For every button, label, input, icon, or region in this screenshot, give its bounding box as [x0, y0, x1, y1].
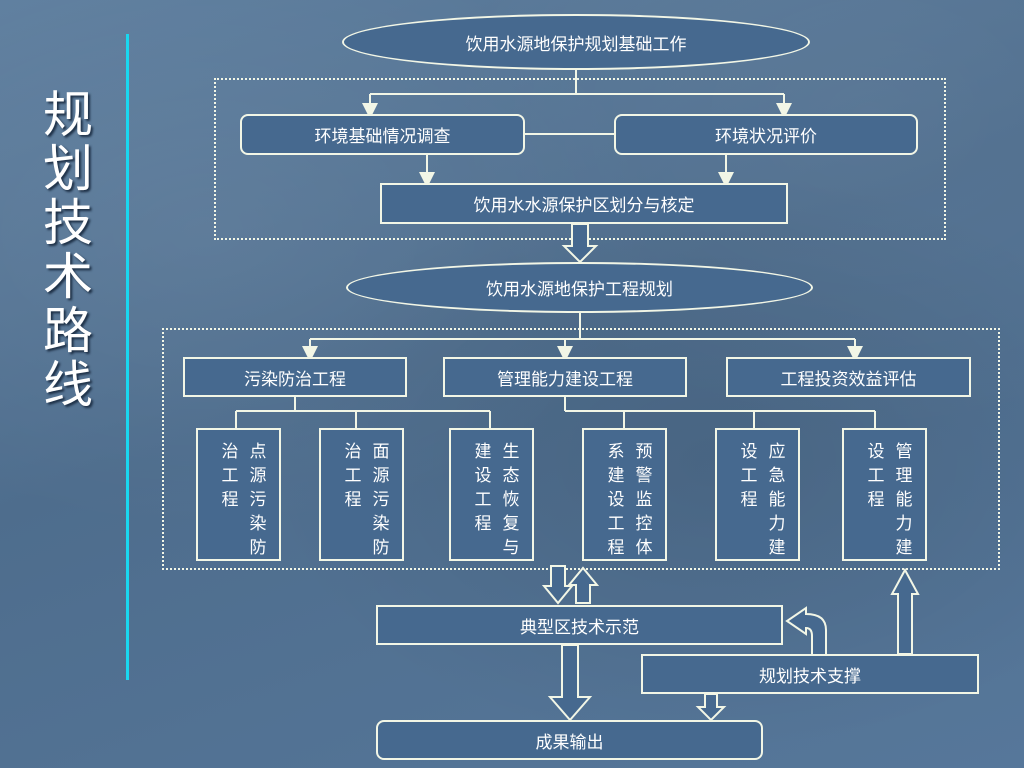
subproject-text-col: 设工程	[867, 442, 885, 510]
subproject-text-col: 系建设工程	[607, 442, 625, 558]
subproject-ecology-box: 生态恢复与 建设工程	[449, 428, 534, 561]
output-box: 成果输出	[376, 720, 763, 760]
engineering-plan-label: 饮用水源地保护工程规划	[486, 280, 673, 300]
tech-support-label: 规划技术支撑	[759, 666, 861, 687]
title-char: 路	[43, 302, 93, 360]
subproject-text-col: 生态恢复与	[502, 442, 520, 558]
engineering-plan-ellipse: 饮用水源地保护工程规划	[346, 262, 813, 313]
env-eval-box: 环境状况评价	[614, 114, 918, 155]
slide-title: 规 划 技 术 路 线	[36, 88, 100, 412]
capacity-building-label: 管理能力建设工程	[497, 369, 633, 390]
subproject-text-col: 建设工程	[474, 442, 492, 534]
pollution-control-label: 污染防治工程	[244, 369, 346, 390]
subproject-text-col: 治工程	[221, 442, 239, 510]
env-survey-label: 环境基础情况调查	[314, 127, 451, 147]
planning-basis-label: 饮用水源地保护规划基础工作	[465, 34, 687, 55]
investment-eval-box: 工程投资效益评估	[726, 357, 971, 397]
subproject-management-box: 管理能力建 设工程	[842, 428, 927, 561]
output-label: 成果输出	[535, 732, 604, 753]
title-char: 术	[43, 248, 93, 306]
subproject-emergency-box: 应急能力建 设工程	[715, 428, 800, 561]
subproject-monitoring-box: 预警监控体 系建设工程	[582, 428, 667, 561]
subproject-text-col: 面源污染防	[372, 442, 390, 558]
title-char: 线	[43, 356, 93, 414]
title-char: 技	[43, 194, 93, 252]
demo-box: 典型区技术示范	[376, 605, 783, 645]
title-char: 规	[43, 86, 93, 144]
subproject-text-col: 点源污染防	[249, 442, 267, 558]
subproject-text-col: 治工程	[344, 442, 362, 510]
env-survey-box: 环境基础情况调查	[240, 114, 525, 155]
subproject-text-col: 设工程	[740, 442, 758, 510]
subproject-text-col: 预警监控体	[635, 442, 653, 558]
investment-eval-label: 工程投资效益评估	[780, 369, 917, 390]
demo-label: 典型区技术示范	[520, 617, 639, 638]
protection-zoning-box: 饮用水水源保护区划分与核定	[380, 183, 788, 224]
subproject-nonpoint-source-box: 面源污染防 治工程	[319, 428, 404, 561]
subproject-point-source-box: 点源污染防 治工程	[196, 428, 281, 561]
title-char: 划	[43, 140, 93, 198]
subproject-text-col: 管理能力建	[895, 442, 913, 558]
capacity-building-box: 管理能力建设工程	[443, 357, 687, 397]
protection-zoning-label: 饮用水水源保护区划分与核定	[473, 196, 695, 216]
subproject-text-col: 应急能力建	[768, 442, 786, 558]
planning-basis-ellipse: 饮用水源地保护规划基础工作	[342, 14, 810, 70]
env-eval-label: 环境状况评价	[715, 127, 817, 147]
pollution-control-box: 污染防治工程	[183, 357, 407, 397]
title-divider-line	[126, 34, 129, 680]
tech-support-box: 规划技术支撑	[641, 654, 979, 694]
